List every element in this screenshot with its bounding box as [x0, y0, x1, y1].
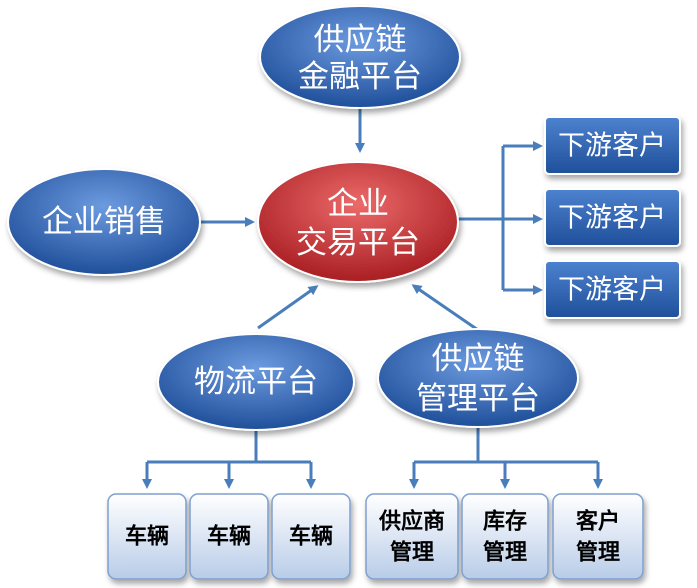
- branch-trade-to-customers: [456, 146, 505, 290]
- scm-line2: 管理平台: [416, 381, 540, 417]
- trade-line1: 企业: [327, 186, 389, 222]
- customer-label-2: 下游客户: [558, 203, 666, 234]
- customer-label-3: 下游客户: [558, 275, 666, 306]
- mgmt-customer-line1: 客户: [576, 509, 620, 535]
- vehicle-label-1: 车辆: [125, 524, 169, 550]
- node-supply-chain-finance: 供应链 金融平台: [259, 5, 461, 109]
- customer-label-1: 下游客户: [558, 131, 666, 162]
- scm-line1: 供应链: [432, 341, 525, 377]
- customer-box-2: 下游客户: [544, 188, 681, 247]
- sales-label: 企业销售: [42, 204, 166, 240]
- vehicle-box-2: 车辆: [189, 493, 269, 580]
- vehicle-label-3: 车辆: [289, 524, 333, 550]
- mgmt-inventory-line2: 管理: [483, 540, 527, 566]
- mgmt-box-customer: 客户 管理: [552, 493, 644, 580]
- connectors: [142, 108, 603, 489]
- customer-box-3: 下游客户: [544, 260, 681, 319]
- customer-box-1: 下游客户: [544, 116, 681, 175]
- finance-line2: 金融平台: [298, 59, 422, 95]
- mgmt-supplier-line2: 管理: [390, 540, 434, 566]
- node-logistics: 物流平台: [157, 333, 355, 431]
- node-enterprise-trade: 企业 交易平台: [257, 161, 459, 283]
- finance-line1: 供应链: [314, 22, 407, 58]
- logistics-label: 物流平台: [194, 364, 318, 400]
- branch-logistics-to-vehicles: [147, 430, 311, 464]
- vehicle-box-3: 车辆: [271, 493, 351, 580]
- vehicle-label-2: 车辆: [207, 524, 251, 550]
- arrow-scm-to-trade: [411, 284, 479, 332]
- mgmt-box-inventory: 库存 管理: [461, 493, 549, 580]
- arrow-logistics-to-trade: [257, 285, 319, 330]
- mgmt-inventory-line1: 库存: [483, 509, 527, 535]
- branch-scm-to-items: [414, 425, 598, 464]
- node-enterprise-sales: 企业销售: [7, 168, 201, 276]
- node-supply-chain-mgmt: 供应链 管理平台: [377, 328, 579, 428]
- trade-line2: 交易平台: [296, 225, 420, 261]
- mgmt-box-supplier: 供应商 管理: [365, 493, 459, 580]
- mgmt-supplier-line1: 供应商: [378, 509, 445, 535]
- mgmt-customer-line2: 管理: [576, 540, 620, 566]
- vehicle-box-1: 车辆: [107, 493, 187, 580]
